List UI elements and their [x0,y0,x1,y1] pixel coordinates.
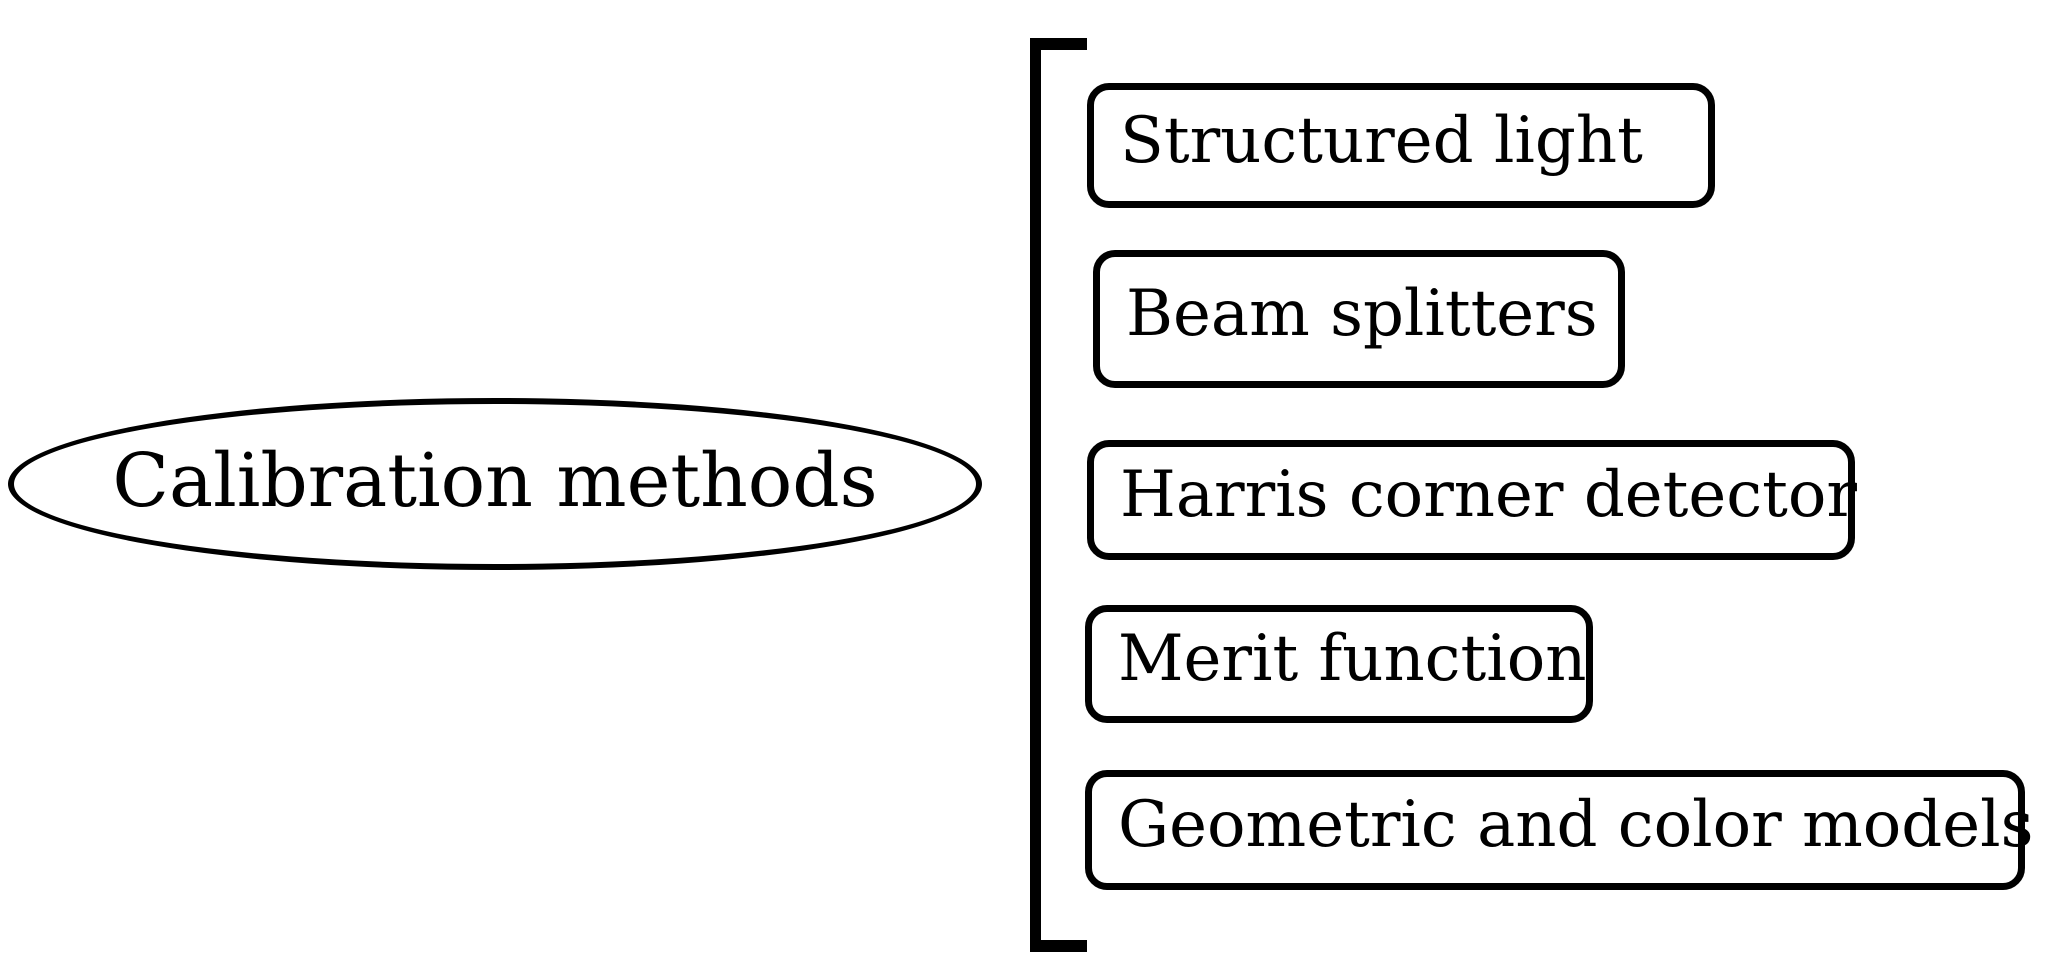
method-label: Merit function [1118,622,1587,696]
method-label: Structured light [1120,103,1643,178]
root-node-ellipse: Calibration methods [8,398,982,570]
root-node-label: Calibration methods [112,438,878,524]
method-box-harris-corner-detector: Harris corner detector [1087,440,1857,560]
method-box-beam-splitters: Beam splitters [1093,250,1625,388]
method-label: Beam splitters [1126,277,1598,351]
method-box-merit-function: Merit function [1085,605,1593,723]
grouping-bracket [1030,38,1087,952]
method-box-structured-light: Structured light [1087,83,1715,208]
method-label: Geometric and color models [1118,788,2034,862]
method-box-geometric-color-models: Geometric and color models [1085,770,2033,890]
method-label: Harris corner detector [1120,458,1857,532]
